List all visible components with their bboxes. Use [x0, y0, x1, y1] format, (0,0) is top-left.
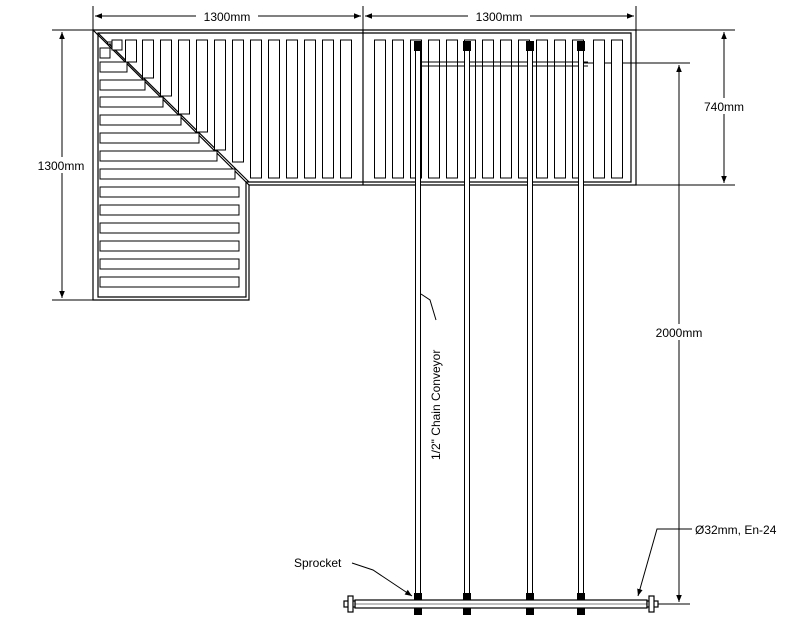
vertical-roller: [554, 39, 566, 179]
horizontal-roller: [99, 186, 240, 198]
horizontal-roller: [99, 168, 236, 180]
chain-conveyor-label: 1/2" Chain Conveyor: [429, 350, 443, 460]
chain-idler-block: [526, 41, 534, 51]
shaft-spec-label: Ø32mm, En-24: [695, 523, 777, 537]
corner-roller: [111, 39, 123, 51]
chain-idler-block: [577, 41, 585, 51]
vertical-roller: [482, 39, 494, 179]
vertical-roller: [446, 39, 458, 179]
vertical-roller: [268, 39, 280, 179]
horizontal-roller: [99, 79, 146, 91]
horizontal-roller: [99, 240, 240, 252]
sprocket-label: Sprocket: [294, 556, 342, 570]
chain-line: [464, 45, 470, 603]
horizontal-roller: [99, 114, 182, 126]
vertical-roller: [322, 39, 334, 179]
chain-line: [578, 45, 584, 603]
dim-top-right-label: 1300mm: [476, 10, 523, 24]
horizontal-roller: [99, 204, 240, 216]
vertical-roller: [142, 39, 154, 79]
vertical-roller: [611, 39, 623, 179]
vertical-roller: [125, 39, 137, 63]
conveyor-frame: [92, 29, 637, 301]
cross-rails: [415, 61, 588, 67]
vertical-roller: [232, 39, 244, 163]
horizontal-roller: [99, 222, 240, 234]
vertical-roller: [178, 39, 190, 115]
vertical-roller: [340, 39, 352, 179]
corner-roller: [99, 47, 111, 59]
horizontal-roller: [99, 96, 164, 108]
dim-right-lower-label: 2000mm: [656, 326, 703, 340]
vertical-roller: [392, 39, 404, 179]
horizontal-roller: [99, 276, 240, 288]
dim-right-upper-label: 740mm: [704, 100, 744, 114]
vertical-roller: [286, 39, 298, 179]
vertical-roller: [196, 39, 208, 133]
chain-line: [415, 45, 421, 603]
horizontal-roller: [99, 258, 240, 270]
vertical-roller: [250, 39, 262, 179]
dim-left-height-label: 1300mm: [38, 159, 85, 173]
vertical-roller: [536, 39, 548, 179]
chain-idler-block: [463, 41, 471, 51]
horizontal-roller-group: [99, 61, 240, 288]
dim-top-left-label: 1300mm: [204, 10, 251, 24]
vertical-roller: [593, 39, 605, 179]
vertical-roller: [500, 39, 512, 179]
drive-shaft: [343, 595, 659, 613]
horizontal-roller: [99, 150, 218, 162]
horizontal-roller: [99, 61, 128, 73]
horizontal-roller: [99, 132, 200, 144]
chain-line: [527, 45, 533, 603]
vertical-roller: [374, 39, 386, 179]
vertical-roller: [304, 39, 316, 179]
vertical-roller: [160, 39, 172, 97]
vertical-roller: [214, 39, 226, 151]
chain-idler-block: [414, 41, 422, 51]
callout-leaders: [351, 293, 692, 597]
vertical-roller: [428, 39, 440, 179]
